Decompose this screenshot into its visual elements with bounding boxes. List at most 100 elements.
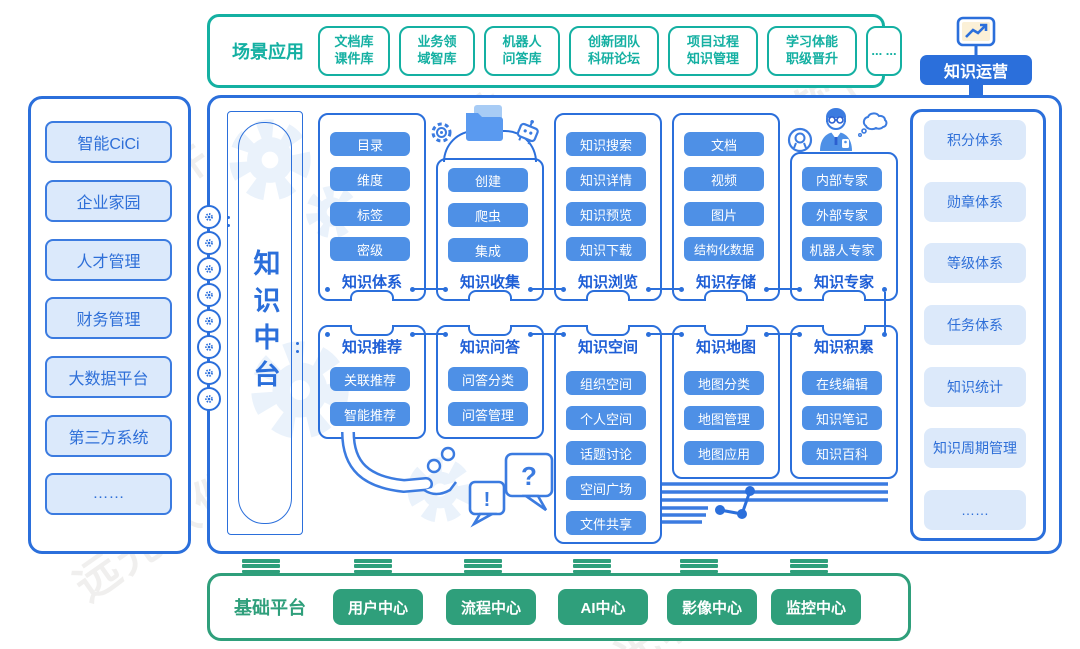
corner-dot xyxy=(764,332,769,337)
left-system-item: 人才管理 xyxy=(45,239,172,281)
corner-dot xyxy=(325,332,330,337)
chain-gear-icon xyxy=(197,257,221,281)
connector-line xyxy=(413,288,444,290)
node: 关联推荐 xyxy=(330,367,410,391)
notch xyxy=(586,325,630,336)
node: 机器人专家 xyxy=(802,237,882,261)
node: 文件共享 xyxy=(566,511,646,535)
decor-dot xyxy=(227,216,230,219)
right-operations-panel: 积分体系 勋章体系 等级体系 任务体系 知识统计 知识周期管理 …… xyxy=(910,109,1046,541)
chain-gear-icon xyxy=(197,309,221,333)
corner-dot xyxy=(882,332,887,337)
node: 知识详情 xyxy=(566,167,646,191)
knowledge-ops-button: 知识运营 xyxy=(920,55,1032,85)
node: 组织空间 xyxy=(566,371,646,395)
corner-dot xyxy=(443,332,448,337)
connector-line xyxy=(531,333,562,335)
node: 地图管理 xyxy=(684,406,764,430)
node: 问答管理 xyxy=(448,402,528,426)
corner-dot xyxy=(561,332,566,337)
module-title: 知识地图 xyxy=(695,339,756,356)
mini-chart-decoration xyxy=(662,482,888,524)
connector-line xyxy=(767,288,798,290)
corner-dot xyxy=(528,332,533,337)
module-label: 知识收集 xyxy=(459,274,520,291)
scenario-item: 文档库 课件库 xyxy=(318,26,390,76)
node: 个人空间 xyxy=(566,406,646,430)
module-box-knowledge-map: 知识地图 地图分类 地图管理 地图应用 xyxy=(672,325,780,479)
platform-title-pill: 知识中台 xyxy=(238,122,292,524)
node: 目录 xyxy=(330,132,410,156)
folder-icon xyxy=(466,105,503,141)
scenario-item: 业务领 域智库 xyxy=(399,26,475,76)
corner-dot xyxy=(764,287,769,292)
decor-dot xyxy=(296,350,299,353)
scenario-apps-label: 场景应用 xyxy=(232,42,304,62)
scenario-apps-bar: 场景应用 文档库 课件库 业务领 域智库 机器人 问答库 创新团队 科研论坛 项… xyxy=(207,14,902,88)
node: 创建 xyxy=(448,168,528,192)
thought-cloud-icon xyxy=(858,112,888,138)
module-label: 知识浏览 xyxy=(577,274,638,291)
connector-tab xyxy=(242,559,280,573)
connector-tab xyxy=(790,559,828,573)
base-platform-bar: 基础平台 用户中心 流程中心 AI中心 影像中心 监控中心 xyxy=(207,573,911,641)
module-label: 知识专家 xyxy=(813,274,874,291)
module-box-knowledge-experts: 内部专家 外部专家 机器人专家 知识专家 xyxy=(790,152,898,301)
right-ops-item: 知识统计 xyxy=(924,367,1026,407)
base-platform-label: 基础平台 xyxy=(234,598,306,618)
module-box-knowledge-space: 知识空间 组织空间 个人空间 话题讨论 空间广场 文件共享 xyxy=(554,325,662,544)
module-box-knowledge-accumulation: 知识积累 在线编辑 知识笔记 知识百科 xyxy=(790,325,898,479)
node: 标签 xyxy=(330,202,410,226)
left-system-item-more: …… xyxy=(45,473,172,515)
left-system-item: 大数据平台 xyxy=(45,356,172,398)
svg-text:?: ? xyxy=(521,461,537,491)
notch xyxy=(704,325,748,336)
platform-title: 知识中台 xyxy=(249,249,280,397)
expert-icon xyxy=(820,108,852,151)
connector-line xyxy=(649,333,680,335)
base-center-item: 流程中心 xyxy=(446,589,536,625)
corner-dot xyxy=(410,287,415,292)
chain-gear-icon xyxy=(197,231,221,255)
scenario-apps-items: 文档库 课件库 业务领 域智库 机器人 问答库 创新团队 科研论坛 项目过程 知… xyxy=(318,17,902,85)
connector-tab xyxy=(573,559,611,573)
node: 地图应用 xyxy=(684,441,764,465)
decor-dot xyxy=(227,224,230,227)
notch xyxy=(586,290,630,301)
svg-text:!: ! xyxy=(484,489,491,511)
node: 在线编辑 xyxy=(802,371,882,395)
scenario-item: 创新团队 科研论坛 xyxy=(569,26,659,76)
corner-dot xyxy=(325,287,330,292)
corner-dot xyxy=(797,287,802,292)
node: 结构化数据 xyxy=(684,237,764,261)
node: 图片 xyxy=(684,202,764,226)
node: 知识预览 xyxy=(566,202,646,226)
chat-bubbles-illustration: ? ! xyxy=(468,452,554,528)
notch xyxy=(704,290,748,301)
node: 知识百科 xyxy=(802,441,882,465)
notch xyxy=(822,290,866,301)
chain-gear-icon xyxy=(197,387,221,411)
node: 维度 xyxy=(330,167,410,191)
right-ops-item: 勋章体系 xyxy=(924,182,1026,222)
connector-line xyxy=(884,292,886,334)
corner-dot xyxy=(561,287,566,292)
chain-gear-icon xyxy=(197,361,221,385)
base-center-item: 影像中心 xyxy=(667,589,757,625)
node: 话题讨论 xyxy=(566,441,646,465)
right-ops-item: 等级体系 xyxy=(924,243,1026,283)
hand-coins-illustration xyxy=(341,432,457,496)
right-ops-item: 任务体系 xyxy=(924,305,1026,345)
node: 密级 xyxy=(330,237,410,261)
connector-line xyxy=(531,288,562,290)
scenario-item: 学习体能 职级晋升 xyxy=(767,26,857,76)
left-system-item: 企业家园 xyxy=(45,180,172,222)
base-center-item: AI中心 xyxy=(558,589,648,625)
node: 爬虫 xyxy=(448,203,528,227)
node: 知识笔记 xyxy=(802,406,882,430)
node: 问答分类 xyxy=(448,367,528,391)
connector-tab xyxy=(680,559,718,573)
corner-dot xyxy=(646,332,651,337)
left-system-item: 财务管理 xyxy=(45,297,172,339)
